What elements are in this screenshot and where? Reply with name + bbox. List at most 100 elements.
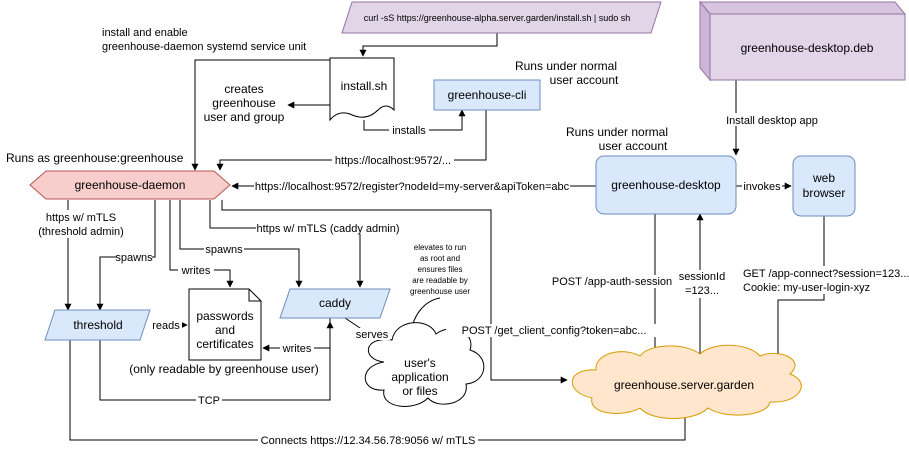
- greenhouse-daemon-shape: [29, 170, 231, 200]
- desktop-deb-label: greenhouse-desktop.deb: [741, 41, 874, 55]
- label-register: https://localhost:9572/register?nodeId=m…: [255, 181, 570, 193]
- label-creates-2: greenhouse: [212, 96, 276, 110]
- label-mtls-caddy-bg: [256, 222, 400, 234]
- label-elevates-4: are readable by: [412, 276, 468, 285]
- label-elevates-2: as root and: [420, 254, 460, 263]
- desktop-deb-node: greenhouse-desktop.deb: [698, 0, 907, 82]
- server-shape: [571, 344, 802, 419]
- user-files-shape: [364, 322, 485, 407]
- label-install-desktop-app: Install desktop app: [726, 115, 818, 127]
- install-command-label: curl -sS https://greenhouse-alpha.server…: [364, 13, 630, 23]
- label-install-enable-1: install and enable: [102, 27, 188, 39]
- label-install-enable-2: greenhouse-daemon systemd service unit: [102, 41, 306, 53]
- greenhouse-desktop-shape: [595, 155, 737, 215]
- web-browser-label-line-1: web: [812, 171, 835, 185]
- edge-cmd-to-install-sh: [359, 33, 498, 57]
- label-invokes: invokes: [743, 181, 781, 193]
- label-session-id-2: =123...: [685, 285, 719, 297]
- label-reads: reads: [152, 320, 180, 332]
- label-spawns-caddy: spawns: [205, 244, 243, 256]
- label-installs: installs: [392, 125, 426, 137]
- label-installs-bg: [389, 124, 429, 136]
- label-app-connect-1: GET /app-connect?session=123...: [743, 268, 909, 280]
- label-creates-1: creates: [224, 82, 263, 96]
- label-connects-bg: [258, 434, 478, 446]
- label-client-config-bg: [446, 324, 662, 337]
- label-spawns-threshold-bg: [116, 251, 152, 263]
- label-mtls-threshold-1: https w/ mTLS: [46, 212, 116, 224]
- user-files-node: user's application or files: [364, 322, 485, 407]
- passwords-label-line-3: certificates: [196, 337, 253, 351]
- label-elevates-5: greenhouse user: [410, 287, 470, 296]
- install-command-node: curl -sS https://greenhouse-alpha.server…: [341, 1, 662, 34]
- caddy-node: caddy: [279, 288, 391, 319]
- label-app-connect-2: Cookie: my-user-login-xyz: [743, 282, 870, 294]
- label-writes-caddy-bg: [280, 342, 314, 354]
- label-runs-normal-cli-2: user account: [550, 73, 619, 87]
- label-invokes-bg: [742, 180, 782, 192]
- label-runs-normal-cli-1: Runs under normal: [515, 59, 617, 73]
- edge-daemon-to-server: [221, 200, 568, 384]
- label-session-id-bg: [678, 270, 722, 298]
- label-runs-normal-desktop-1: Runs under normal: [566, 125, 668, 139]
- label-app-connect-bg: [740, 266, 909, 294]
- label-runs-normal-desktop-2: user account: [599, 139, 668, 153]
- threshold-node: threshold: [44, 309, 151, 341]
- edge-labels: install and enable greenhouse-daemon sys…: [6, 27, 909, 447]
- label-session-id-1: sessionId: [679, 271, 725, 283]
- label-client-config: POST /get_client_config?token=abc...: [462, 325, 647, 337]
- edge-browser-to-server: [774, 216, 825, 363]
- label-spawns-caddy-bg: [204, 243, 244, 255]
- install-sh-label: install.sh: [341, 79, 388, 93]
- caddy-shape: [279, 288, 391, 319]
- label-serves: serves: [356, 329, 389, 341]
- user-files-label-line-1: user's: [404, 356, 436, 370]
- web-browser-node: web browser: [792, 155, 856, 217]
- passwords-fold: [248, 289, 261, 302]
- label-register-bg: [254, 180, 570, 192]
- label-creates-3: user and group: [204, 110, 285, 124]
- desktop-deb-side: [699, 0, 711, 82]
- desktop-deb-front: [709, 13, 906, 81]
- threshold-shape: [44, 309, 151, 341]
- passwords-node: passwords and certificates: [188, 288, 262, 361]
- user-files-label-line-2: application: [391, 370, 448, 384]
- passwords-shape: [188, 288, 262, 361]
- label-app-auth-bg: [550, 275, 674, 288]
- label-elevates-3: ensures files: [418, 265, 463, 274]
- greenhouse-cli-node: greenhouse-cli: [433, 79, 541, 111]
- user-files-label-line-3: or files: [402, 384, 437, 398]
- greenhouse-daemon-node: greenhouse-daemon: [29, 170, 231, 200]
- web-browser-shape: [792, 155, 856, 217]
- label-mtls-threshold-2: (threshold admin): [38, 226, 124, 238]
- label-reads-bg: [150, 319, 182, 331]
- greenhouse-desktop-label: greenhouse-desktop: [611, 178, 721, 192]
- label-tcp: TCP: [198, 395, 220, 407]
- label-install-desktop-bg: [724, 113, 820, 126]
- label-runs-as-greenhouse: Runs as greenhouse:greenhouse: [6, 151, 184, 165]
- label-cli-localhost: https://localhost:9572/...: [335, 155, 451, 167]
- install-sh-node: install.sh: [329, 57, 395, 122]
- passwords-label-line-1: passwords: [196, 309, 253, 323]
- passwords-label-line-2: and: [215, 323, 235, 337]
- label-mtls-caddy: https w/ mTLS (caddy admin): [256, 223, 399, 235]
- label-serves-bg: [354, 328, 390, 340]
- label-tcp-bg: [196, 394, 222, 406]
- edge-install-sh-to-daemon: [191, 59, 330, 171]
- label-writes-caddy: writes: [282, 343, 312, 355]
- label-writes-daemon: writes: [181, 265, 211, 277]
- threshold-label: threshold: [73, 318, 122, 332]
- label-writes-daemon-bg: [178, 264, 214, 276]
- label-mtls-threshold-bg: [36, 210, 126, 238]
- label-only-readable: (only readable by greenhouse user): [129, 362, 318, 376]
- label-cli-localhost-bg: [332, 154, 454, 166]
- caddy-label: caddy: [319, 296, 351, 310]
- greenhouse-daemon-label: greenhouse-daemon: [75, 178, 186, 192]
- label-connects: Connects https://12.34.56.78:9056 w/ mTL…: [261, 435, 476, 447]
- web-browser-label-line-2: browser: [803, 186, 846, 200]
- greenhouse-cli-label: greenhouse-cli: [448, 88, 527, 102]
- greenhouse-cli-shape: [433, 79, 541, 111]
- install-sh-shape: [329, 57, 395, 122]
- label-elevates-1: elevates to run: [414, 243, 466, 252]
